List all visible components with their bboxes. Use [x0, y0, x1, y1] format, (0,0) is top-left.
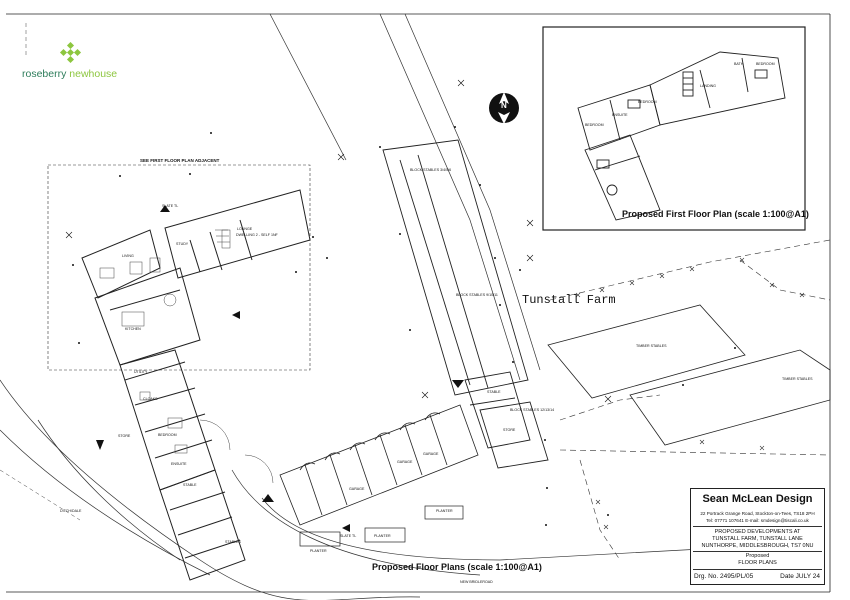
- project-line-2: TUNSTALL FARM, TUNSTALL LANE: [712, 536, 803, 542]
- title-block: Sean McLean Design 22 Portrack Grange Ro…: [690, 488, 825, 585]
- timber-stables: [547, 304, 831, 446]
- block-stables-mid-label: BLOCK STABLES 9/10/11: [456, 293, 498, 297]
- see-first-floor-note: SEE FIRST FLOOR PLAN ADJACENT: [140, 158, 220, 163]
- timber-stables-2-label: TIMBER STABLES: [782, 377, 813, 381]
- logo-word-roseberry: roseberry: [22, 68, 67, 80]
- bedroom-label: BEDROOM: [158, 433, 177, 437]
- timber-stables-1-label: TIMBER STABLES: [636, 344, 667, 348]
- garage-3-label: GARAGE: [423, 452, 439, 456]
- ditch-label: DITCH/DALE: [60, 509, 82, 513]
- first-floor-reference-box: [47, 164, 311, 371]
- firm-address: 22 Portrack Grange Road, Stockton-on-Tee…: [700, 511, 815, 516]
- ff-ensuite-label: ENSUITE: [612, 113, 628, 117]
- ff-bedroom-2-label: BEDROOM: [638, 100, 657, 104]
- level-dots: [72, 126, 736, 526]
- title-block-rule-3: [693, 569, 822, 570]
- new-bridleroad-label: NEW BRIDLEROAD: [460, 580, 493, 584]
- ff-bedroom-3-label: BEDROOM: [756, 62, 775, 66]
- room-fixtures: [99, 229, 274, 484]
- fence-crosses: [575, 257, 805, 530]
- project-line-3: NUNTHORPE, MIDDLESBROUGH, TS7 0NU: [701, 543, 814, 549]
- farm-name-label: Tunstall Farm: [522, 293, 616, 307]
- spot-level-crosses: [65, 79, 612, 403]
- utility-label: UTILITY: [134, 370, 148, 374]
- planter-1-label: PLANTER: [310, 549, 327, 553]
- ground-floor-plan-title: Proposed Floor Plans (scale 1:100@A1): [372, 562, 542, 572]
- ff-bath-label: BATH: [734, 62, 744, 66]
- title-block-rule-2: [693, 551, 822, 552]
- sheet-frame: [6, 13, 831, 593]
- ensuite-label: ENSUITE: [171, 462, 187, 466]
- logo-wordmark: roseberry newhouse: [22, 68, 117, 80]
- planter-2-label: PLANTER: [374, 534, 391, 538]
- drawing-number: Drg. No. 2495/PL/05: [694, 573, 754, 580]
- garages: [279, 404, 479, 526]
- first-floor-inset-frame: [542, 26, 806, 231]
- first-floor-plan-title: Proposed First Floor Plan (scale 1:100@A…: [622, 209, 809, 219]
- drawing-date: Date JULY 24: [780, 573, 820, 580]
- block-stables-top-label: BLOCK STABLES 3/4/5/6: [410, 168, 452, 172]
- living-label: LIVING: [122, 254, 134, 258]
- title-block-rule-1: [693, 526, 822, 527]
- kitchen-label: KITCHEN: [125, 327, 141, 331]
- block-stables: [382, 139, 549, 469]
- planter-3-label: PLANTER: [436, 509, 453, 513]
- north-arrow-icon: [489, 92, 519, 124]
- ff-landing-label: LANDING: [700, 84, 716, 88]
- garage-2-label: GARAGE: [397, 460, 413, 464]
- project-line-1: PROPOSED DEVELOPMENTS AT: [714, 529, 801, 535]
- drawing-title-1: Proposed: [745, 553, 770, 559]
- planters: [299, 505, 464, 547]
- slate-label-1: SLATE TL: [162, 204, 179, 208]
- field-boundary-dashed: [0, 22, 81, 521]
- firm-contact: Tel: 07771 107641 E-mail: smdesign@tisca…: [706, 518, 809, 523]
- garage-1-label: GARAGE: [349, 487, 365, 491]
- drawing-title-2: FLOOR PLANS: [738, 560, 777, 566]
- block-stables-low-label: BLOCK STABLES 12/13/14: [510, 408, 555, 412]
- stables-label: STABLES: [225, 540, 241, 544]
- study-label: STUDY: [176, 242, 189, 246]
- cloaks-label: CLOAKS: [143, 397, 158, 401]
- lounge-label: LOUNGE: [237, 227, 253, 231]
- first-floor-inset-plan: [577, 51, 786, 221]
- stable-2-label: STABLE: [183, 483, 197, 487]
- road-lines: [0, 13, 721, 600]
- dwelling-label: DWELLING 2 - SELF 1NF: [236, 233, 278, 237]
- north-label: N: [501, 101, 507, 110]
- stable-label: STABLE: [487, 390, 501, 394]
- store-2-label: STORE: [118, 434, 131, 438]
- direction-arrows: [96, 205, 464, 532]
- slate-label-2: SLATE TL: [340, 534, 357, 538]
- ff-bedroom-1-label: BEDROOM: [585, 123, 604, 127]
- logo-word-newhouse: newhouse: [69, 68, 118, 80]
- dwelling-footprint: [81, 189, 311, 581]
- fence-lines: [549, 239, 831, 561]
- firm-name: Sean McLean Design: [702, 493, 813, 505]
- flower-logo-icon: [59, 42, 82, 64]
- store-label: STORE: [503, 428, 516, 432]
